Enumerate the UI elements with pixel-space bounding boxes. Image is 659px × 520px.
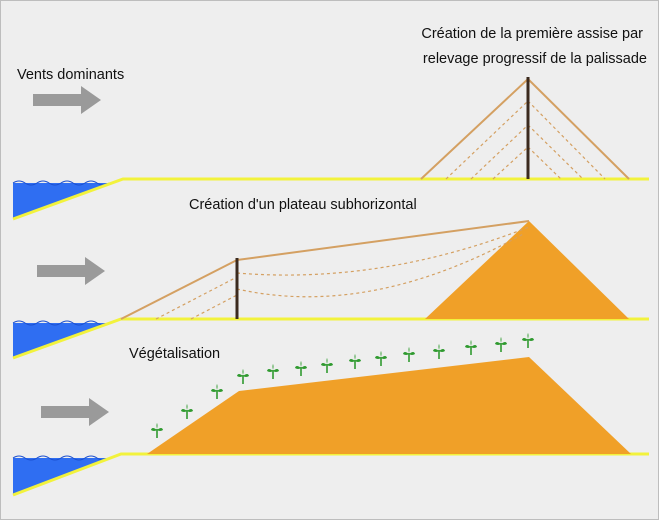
step3-label: Végétalisation <box>129 346 220 362</box>
sprout-icon <box>321 358 333 373</box>
ground-line-1 <box>12 177 649 221</box>
sea-wave-2 <box>12 320 110 326</box>
sprout-icon <box>465 340 477 355</box>
step1-label-line2: relevage progressif de la palissade <box>423 51 647 67</box>
step1-label-line1: Création de la première assise par <box>421 26 643 42</box>
wind-label: Vents dominants <box>17 67 124 83</box>
dune-3 <box>147 357 631 454</box>
dune-2 <box>425 221 629 319</box>
sprout-icon <box>495 337 507 352</box>
sprout-icon <box>267 364 279 379</box>
sprout-icon <box>295 361 307 376</box>
wind-arrow-icon-2 <box>37 257 105 285</box>
fence-ropes-1 <box>420 78 630 180</box>
sprout-icon <box>349 354 361 369</box>
step2-label: Création d'un plateau subhorizontal <box>189 197 417 213</box>
sprout-icon <box>433 344 445 359</box>
sprout-icon <box>375 351 387 366</box>
sea-wave-1 <box>12 180 110 186</box>
panel-plateau: Création d'un plateau subhorizontal <box>12 197 649 360</box>
wind-arrow-icon-1 <box>33 86 101 114</box>
sprout-icon <box>151 423 163 438</box>
sprout-icon <box>403 347 415 362</box>
ground-line-3 <box>12 452 649 497</box>
sprout-icon <box>181 404 193 419</box>
plants <box>151 333 534 438</box>
sprout-icon <box>522 333 534 348</box>
sprout-icon <box>237 369 249 384</box>
ground-line-2 <box>12 317 649 360</box>
sprout-icon <box>211 384 223 399</box>
sea-wave-3 <box>12 455 110 461</box>
panel-vegetation: Végétalisation <box>12 333 649 497</box>
fence-ropes-2 <box>120 220 530 320</box>
wind-arrow-icon-3 <box>41 398 109 426</box>
panel-first-layer: Vents dominants Création de la première … <box>12 26 649 221</box>
